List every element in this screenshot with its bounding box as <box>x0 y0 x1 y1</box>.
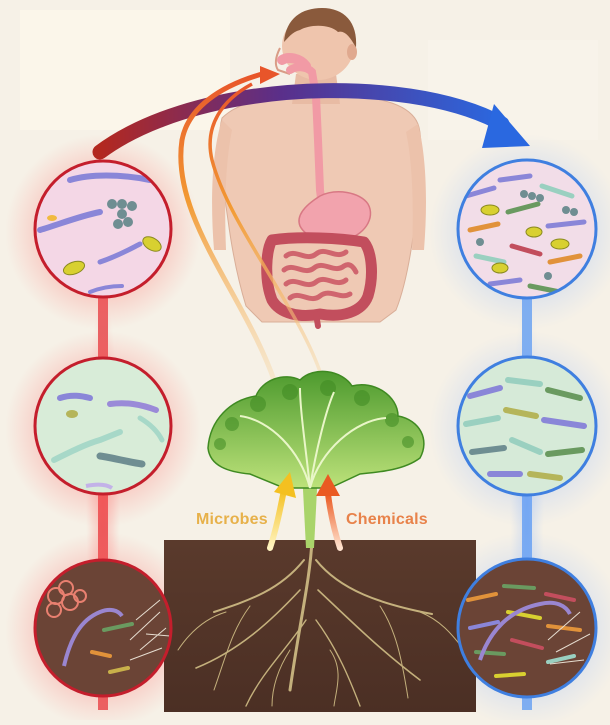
microbe-circle-icon <box>35 358 171 494</box>
microbe-circle-icon <box>458 559 596 697</box>
microbe-circle-icon <box>35 161 171 297</box>
microbes-label: Microbes <box>196 511 268 529</box>
chemicals-label: Chemicals <box>346 511 428 529</box>
soil-block-icon <box>164 540 476 712</box>
microbe-circle-icon <box>458 160 596 298</box>
microbe-circle-icon <box>35 560 171 696</box>
microbe-circle-icon <box>458 357 596 495</box>
